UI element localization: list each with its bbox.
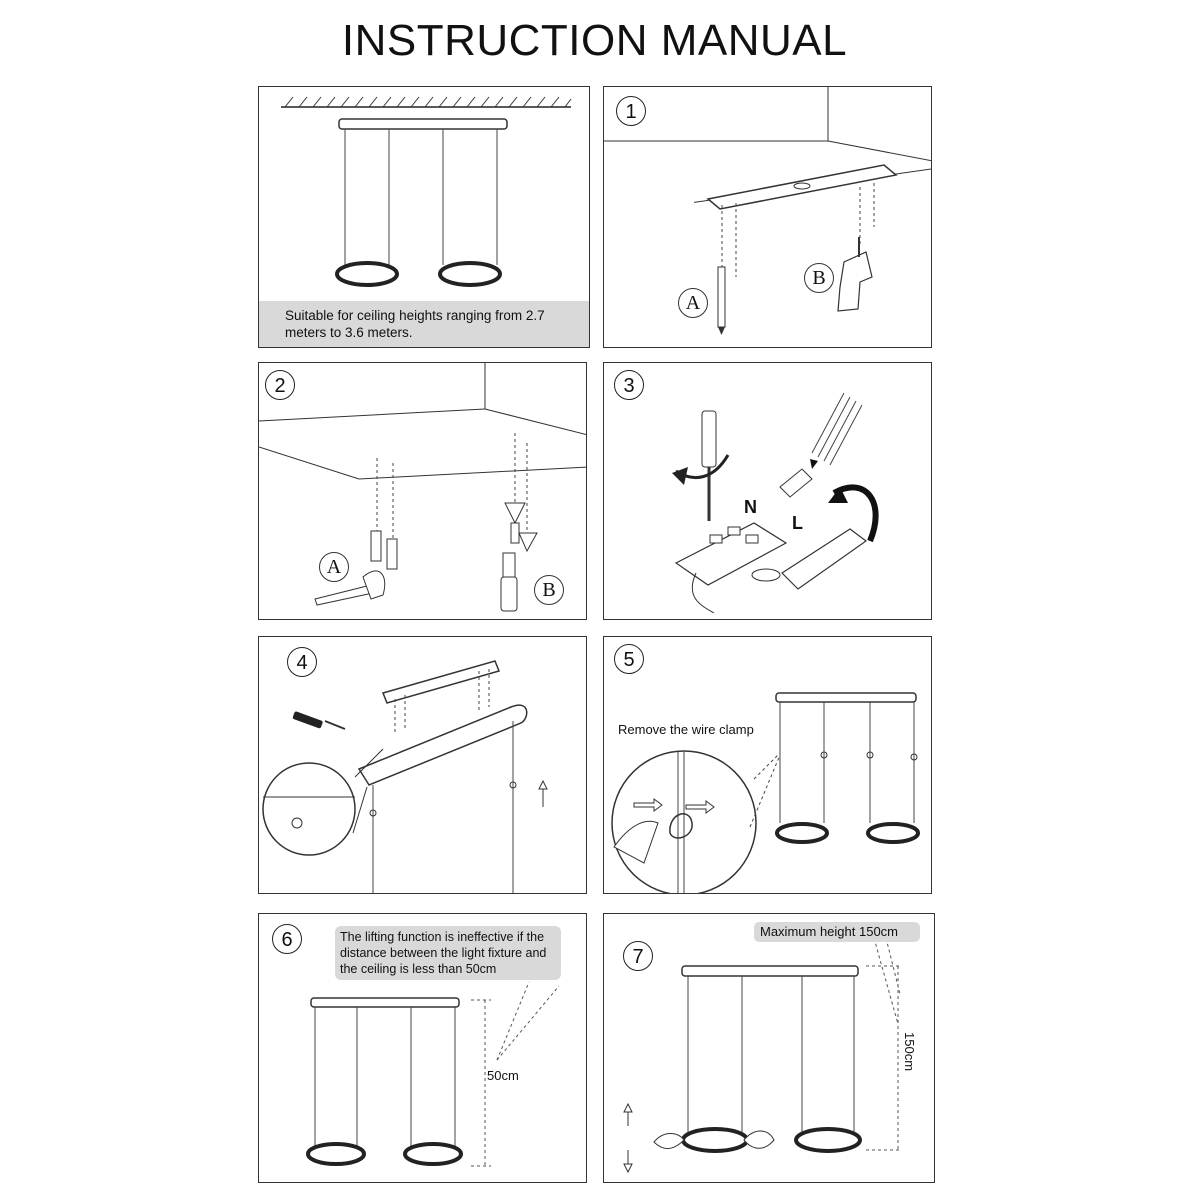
step-6-number: 6 — [272, 924, 302, 954]
tool-b-label: B — [804, 263, 834, 293]
live-wire-label: L — [792, 513, 803, 533]
step-1-panel: 1 A B — [603, 86, 932, 348]
step-3-panel: 3 N L — [603, 362, 932, 620]
overview-illustration — [281, 96, 572, 287]
step-4-number: 4 — [287, 647, 317, 677]
tool-a-label: A — [678, 288, 708, 318]
step-6-illustration — [306, 981, 560, 1167]
step-5-illustration — [611, 692, 920, 893]
height-150cm-label: 150cm — [902, 1032, 917, 1072]
maximum-height-note: Maximum height 150cm — [754, 922, 920, 942]
step-1-number: 1 — [616, 96, 646, 126]
step-5-number: 5 — [614, 644, 644, 674]
distance-50cm-label: 50cm — [487, 1068, 519, 1083]
tool-b-label: B — [534, 575, 564, 605]
step-7-illustration — [623, 937, 902, 1174]
step-7-number: 7 — [623, 941, 653, 971]
step-5-panel: 5 Remove the wire clamp — [603, 636, 932, 894]
neutral-wire-label: N — [744, 497, 757, 517]
tool-a-label: A — [319, 552, 349, 582]
step-2-panel: 2 A B — [258, 362, 587, 620]
step-2-number: 2 — [265, 370, 295, 400]
step-1-illustration — [604, 87, 931, 335]
remove-wire-clamp-label: Remove the wire clamp — [618, 722, 754, 737]
ceiling-height-note: Suitable for ceiling heights ranging fro… — [259, 301, 589, 347]
lifting-limit-note: The lifting function is ineffective if t… — [335, 926, 561, 980]
step-2-illustration — [259, 363, 586, 612]
step-3-number: 3 — [614, 370, 644, 400]
step-7-panel: 7 Maximum height 150cm 150cm — [603, 913, 935, 1183]
overview-panel: Suitable for ceiling heights ranging fro… — [258, 86, 590, 348]
page-title: INSTRUCTION MANUAL — [341, 16, 848, 65]
step-6-panel: 6 The lifting function is ineffective if… — [258, 913, 587, 1183]
step-3-illustration — [672, 392, 879, 614]
step-4-illustration — [262, 660, 548, 893]
step-4-panel: 4 — [258, 636, 587, 894]
